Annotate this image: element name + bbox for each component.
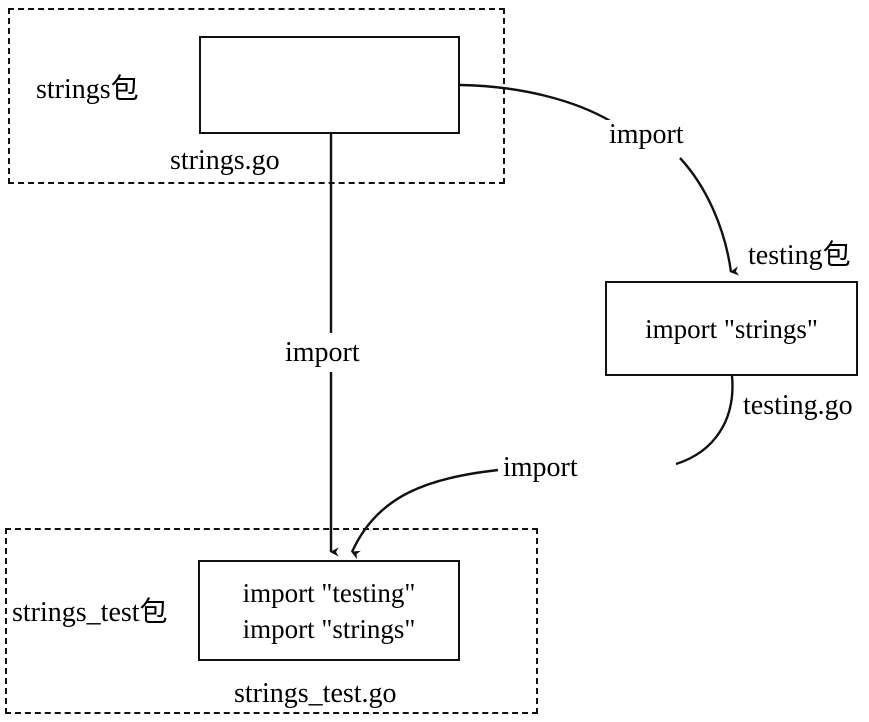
edge-label-strings-to-strings-test: import (280, 338, 365, 368)
file-box-testing-go: import "strings" (605, 281, 858, 376)
edge-label-testing-to-strings-test: import (498, 453, 583, 483)
edge-testing-to-strings-test-segment-b (350, 468, 499, 560)
file-box-strings-go (199, 36, 460, 134)
file-box-strings-test-go: import "testing" import "strings" (198, 560, 460, 661)
edge-label-strings-to-testing: import (604, 120, 689, 150)
package-label-strings-test: strings_test包 (12, 597, 168, 628)
package-container-strings (8, 8, 505, 184)
code-line: import "testing" (242, 577, 416, 608)
file-label-strings-test-go: strings_test.go (234, 678, 397, 709)
file-label-strings-go: strings.go (170, 145, 280, 176)
edge-strings-to-testing-segment-a (459, 83, 613, 124)
package-label-testing: testing包 (748, 240, 851, 271)
code-line: import "strings" (242, 613, 416, 644)
edge-testing-to-strings-test-segment-a (675, 375, 734, 466)
file-label-testing-go: testing.go (743, 390, 853, 421)
edge-strings-to-testing-segment-b (679, 157, 740, 276)
code-line: import "strings" (645, 313, 818, 344)
package-container-strings-test (5, 528, 538, 714)
package-label-strings: strings包 (36, 74, 139, 105)
